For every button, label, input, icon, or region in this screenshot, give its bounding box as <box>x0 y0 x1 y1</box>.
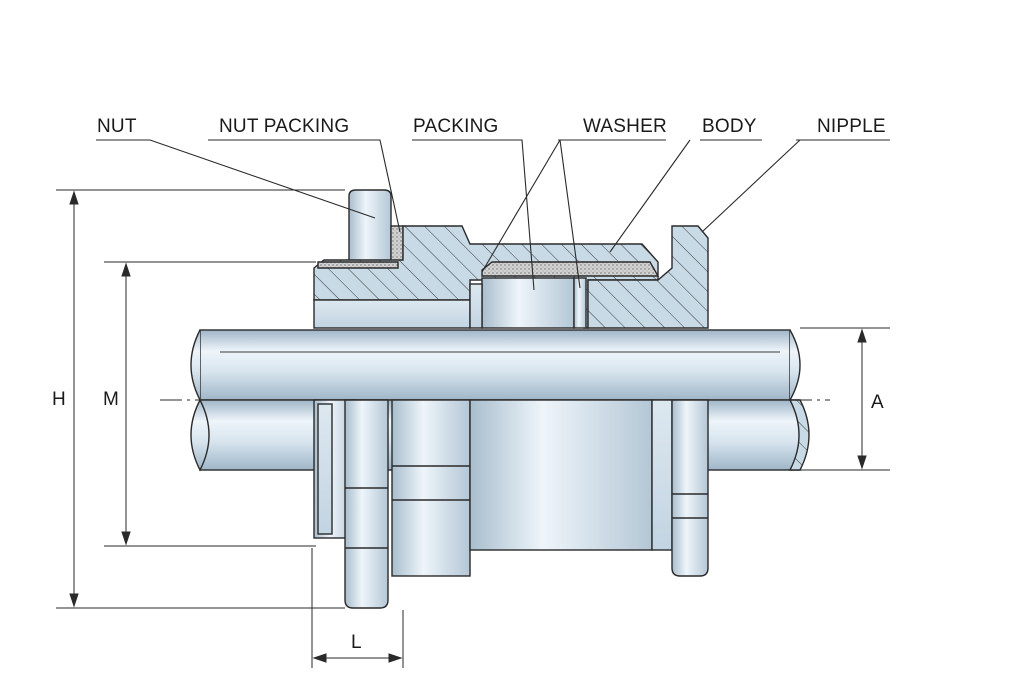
label-nut-packing: NUT PACKING <box>219 116 350 137</box>
label-nut: NUT <box>97 116 137 137</box>
packing-section-band <box>481 261 660 277</box>
body-cylinder <box>469 399 653 551</box>
nut-packing-section <box>390 225 404 263</box>
dimension-a: A <box>871 392 884 413</box>
label-washer: WASHER <box>583 116 667 137</box>
label-body: BODY <box>702 116 757 137</box>
nipple-elevation <box>671 399 709 577</box>
leader-lines <box>96 139 890 291</box>
dimension-m: M <box>103 389 120 410</box>
body-bore <box>313 299 471 329</box>
packing-section <box>481 277 575 329</box>
dimension-l: L <box>351 632 362 653</box>
body-hex <box>391 399 471 577</box>
nut-elevation <box>344 399 389 609</box>
label-packing: PACKING <box>413 116 499 137</box>
cable-upper <box>199 329 791 401</box>
dimension-lines <box>56 189 890 668</box>
dimension-h: H <box>52 389 66 410</box>
section-view <box>313 189 709 329</box>
nipple-section <box>587 225 709 329</box>
nut-section <box>348 189 392 263</box>
elevation-view <box>313 399 709 609</box>
label-nipple: NIPPLE <box>817 116 886 137</box>
washer-section <box>573 277 587 329</box>
